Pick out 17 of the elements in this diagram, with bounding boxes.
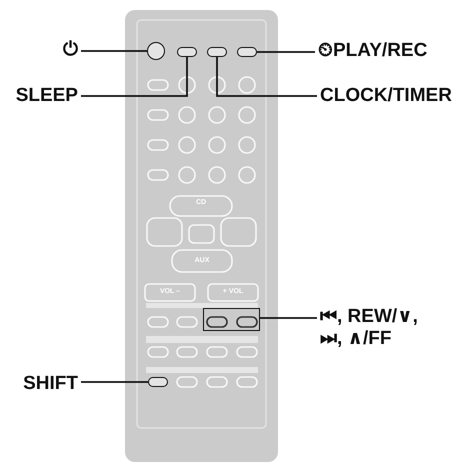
callout-label: ⏲PLAY/REC (318, 40, 428, 62)
leader-line (260, 317, 317, 319)
sleep-button (177, 47, 197, 57)
callout-label: SLEEP (16, 85, 78, 107)
callout-label: SHIFT (23, 373, 78, 395)
play-rec-button (237, 47, 257, 57)
leader-line (81, 57, 188, 97)
shift-button (148, 377, 168, 387)
leader-line (81, 381, 148, 383)
clock-timer-button (207, 47, 227, 57)
leader-line (216, 57, 317, 97)
skip-buttons-frame (203, 308, 260, 331)
leader-line (257, 51, 315, 53)
callout-label: ⏮, REW/∨, ⏭, ∧/FF (320, 306, 432, 350)
callout-label: CLOCK/TIMER (320, 85, 452, 107)
callout-label: ⏻ (63, 39, 78, 61)
leader-line (81, 50, 147, 52)
